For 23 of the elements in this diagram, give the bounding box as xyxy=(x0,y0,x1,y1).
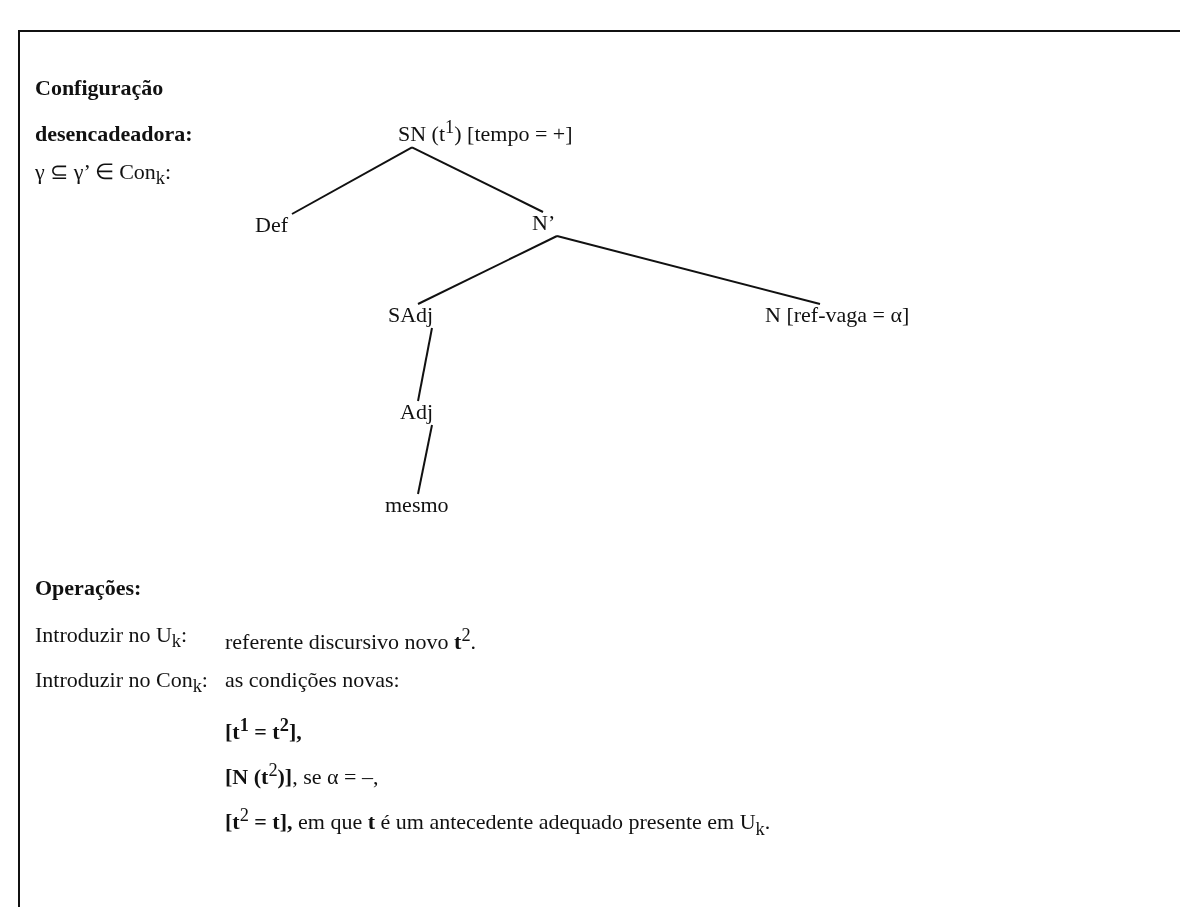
tree-node-label: SAdj xyxy=(388,300,434,330)
text-line: Configuração desencadeadora: xyxy=(35,74,194,148)
text-line: as condições novas: xyxy=(225,666,400,694)
tree-branch xyxy=(556,235,821,305)
tree-node-label: N’ xyxy=(532,208,556,238)
text-line: Introduzir no U$_{k}$: xyxy=(35,621,188,654)
text-line: [N (t$^{2}$)], se α = –, xyxy=(225,759,379,792)
text-line: γ ⊆ γ’ ∈ Con$_{k}$: xyxy=(35,158,172,191)
tree-node-label: N [ref-vaga = α] xyxy=(765,300,910,330)
tree-branch xyxy=(291,146,413,215)
text-line: referente discursivo novo t$^{2}$. xyxy=(225,624,477,657)
text-line: Operações: xyxy=(35,574,142,602)
tree-branch xyxy=(417,424,433,495)
text-line: Introduzir no Con$_{k}$: xyxy=(35,666,208,699)
tree-branch xyxy=(411,146,544,213)
tree-node-label: SN (t$^{1}$) [tempo = +] xyxy=(398,112,573,150)
text-line: [t$^{1}$ = t$^{2}$], xyxy=(225,714,302,747)
text-line: [t$^{2}$ = t], em que t é um antecedente adequado presente em U$_{k}$. xyxy=(225,804,771,841)
tree-node-label: mesmo xyxy=(385,490,449,520)
tree-branch xyxy=(417,235,558,305)
tree-branch xyxy=(417,327,433,402)
tree-node-label: Def xyxy=(255,210,288,240)
tree-node-label: Adj xyxy=(400,397,433,427)
